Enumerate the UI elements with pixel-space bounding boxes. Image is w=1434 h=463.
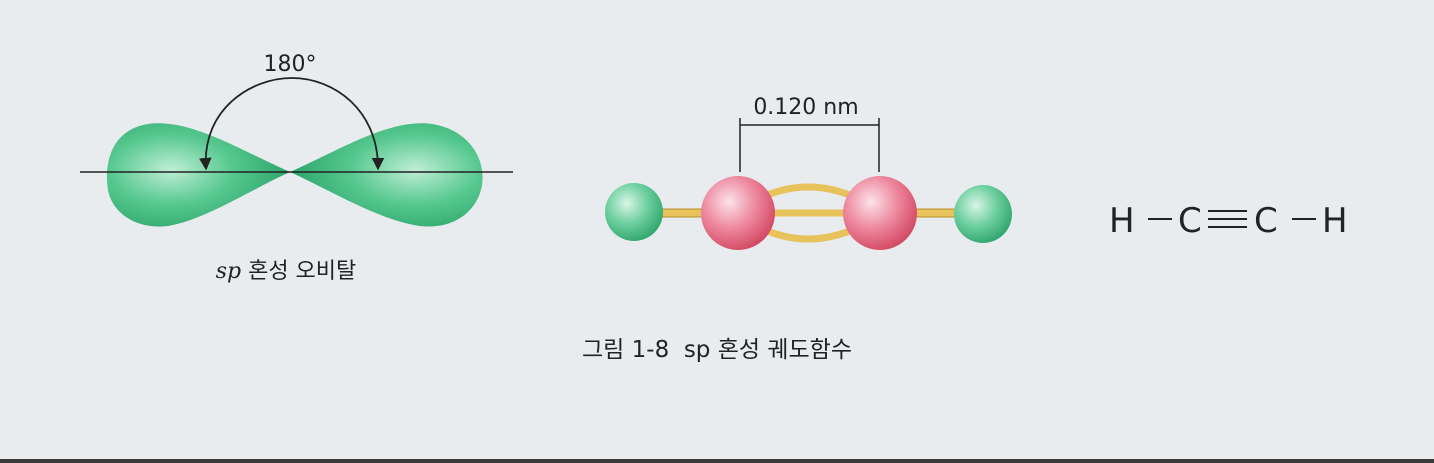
orbital-lobe-left bbox=[106, 123, 290, 227]
figure-caption: 그림 1-8 sp 혼성 궤도함수 bbox=[582, 337, 852, 363]
page-bottom-edge bbox=[0, 459, 1434, 463]
carbon-atom-left bbox=[701, 176, 775, 250]
bond-length-label: 0.120 nm bbox=[753, 95, 858, 120]
triple-bond-upper bbox=[761, 183, 856, 200]
orbital-caption-rest: 혼성 오비탈 bbox=[241, 259, 356, 284]
angle-label: 180° bbox=[264, 52, 317, 77]
formula-h-left: H bbox=[1109, 201, 1135, 241]
orbital-lobe-right bbox=[290, 123, 483, 227]
formula-c-right: C bbox=[1254, 201, 1278, 241]
hydrogen-atom-right bbox=[954, 185, 1012, 243]
orbital-caption: sp 혼성 오비탈 bbox=[216, 259, 357, 284]
orbital-caption-italic: sp bbox=[216, 259, 241, 284]
sp-orbital-diagram: 180° sp 혼성 오비탈 bbox=[80, 52, 513, 284]
carbon-atom-right bbox=[843, 176, 917, 250]
angle-arc-arrow bbox=[199, 77, 385, 171]
formula-c-left: C bbox=[1178, 201, 1202, 241]
triple-bond-lower bbox=[761, 226, 856, 243]
formula-h-right: H bbox=[1322, 201, 1348, 241]
acetylene-structural-formula: H C C H bbox=[1109, 201, 1348, 241]
acetylene-ball-stick-model: 0.120 nm bbox=[605, 95, 1012, 250]
hydrogen-atom-left bbox=[605, 183, 663, 241]
